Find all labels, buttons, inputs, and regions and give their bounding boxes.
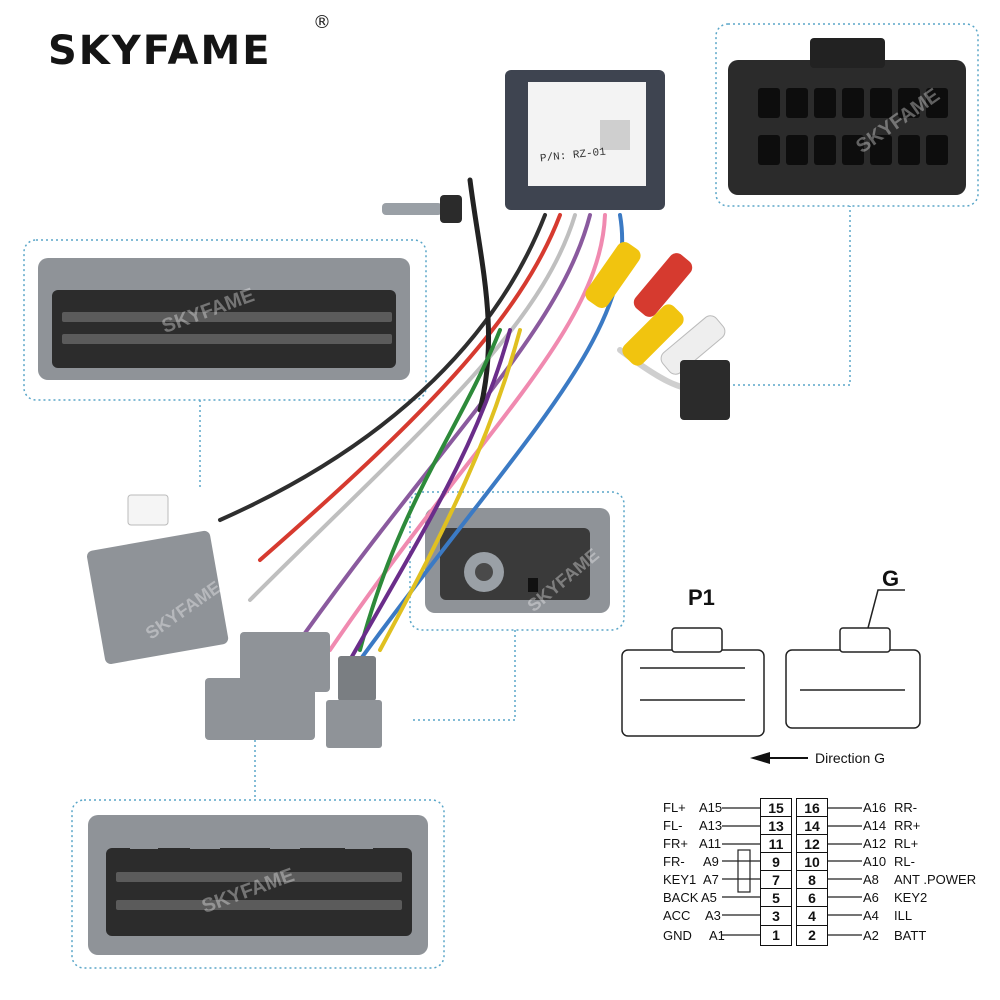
pin-number: 3 [760,906,792,927]
pin-label: A3 [705,908,721,923]
direction-label: Direction G [815,750,886,766]
signal-label: RL+ [894,836,919,851]
signal-label: ANT .POWER [894,872,977,887]
pin-label: A9 [703,854,719,869]
signal-label: RR+ [894,818,921,833]
p1-label: P1 [688,585,715,610]
canbus-module [505,70,665,210]
signal-label: GND [663,928,692,943]
pin-label: A12 [863,836,887,851]
leader-line-center [410,630,516,721]
pin-label: A16 [863,800,887,815]
p1-connector-drawing [621,627,765,737]
pin-label: A5 [701,890,717,905]
signal-label: FL+ [663,800,686,815]
direction-arrow [750,752,808,764]
grey-20pin-connector-bottom [88,815,428,955]
g-label: G [882,566,900,591]
pin-label: A7 [703,872,719,887]
pin-number: 2 [796,925,828,946]
pin-number: 12 [796,834,828,855]
pin-number: 11 [760,834,792,855]
signal-label: ILL [894,908,913,923]
leader-lines [199,205,851,800]
pin-number: 10 [796,852,828,873]
signal-label: FL- [663,818,683,833]
signal-label: KEY1 [663,872,697,887]
pinout-lines [722,807,862,936]
signal-label: FR+ [663,836,688,851]
pin-number: 14 [796,816,828,837]
grey-24pin-connector-top [38,258,410,380]
pin-number: 15 [760,798,792,819]
grey-harness-plugs [86,494,382,748]
pin-label: A10 [863,854,887,869]
pin-number: 4 [796,906,828,927]
signal-label: FR- [663,854,685,869]
pin-number: 1 [760,925,792,946]
rca-plugs [585,242,726,375]
signal-label: BACK [663,890,699,905]
pin-label: A4 [863,908,879,923]
pin-label: A14 [863,818,887,833]
antenna-connector [425,508,610,613]
g-connector-drawing [785,589,921,729]
antenna-plug [382,195,462,223]
pin-label: A13 [699,818,723,833]
black-16pin-connector [728,38,966,195]
pin-label: A11 [699,836,722,851]
pin-label: A1 [709,928,725,943]
signal-label: RL- [894,854,915,869]
brand-logo: SKYFAME [48,28,272,74]
small-black-connector [680,360,730,420]
signal-label: ACC [663,908,691,923]
pin-label: A15 [699,800,723,815]
pin-label: A8 [863,872,879,887]
leader-line-top-right [715,205,851,386]
signal-label: BATT [894,928,927,943]
pin-number: 5 [760,888,792,909]
pin-label: A2 [863,928,879,943]
signal-label: KEY2 [894,890,928,905]
pin-label: A6 [863,890,879,905]
signal-label: RR- [894,800,918,815]
registered-mark: ® [313,12,331,33]
